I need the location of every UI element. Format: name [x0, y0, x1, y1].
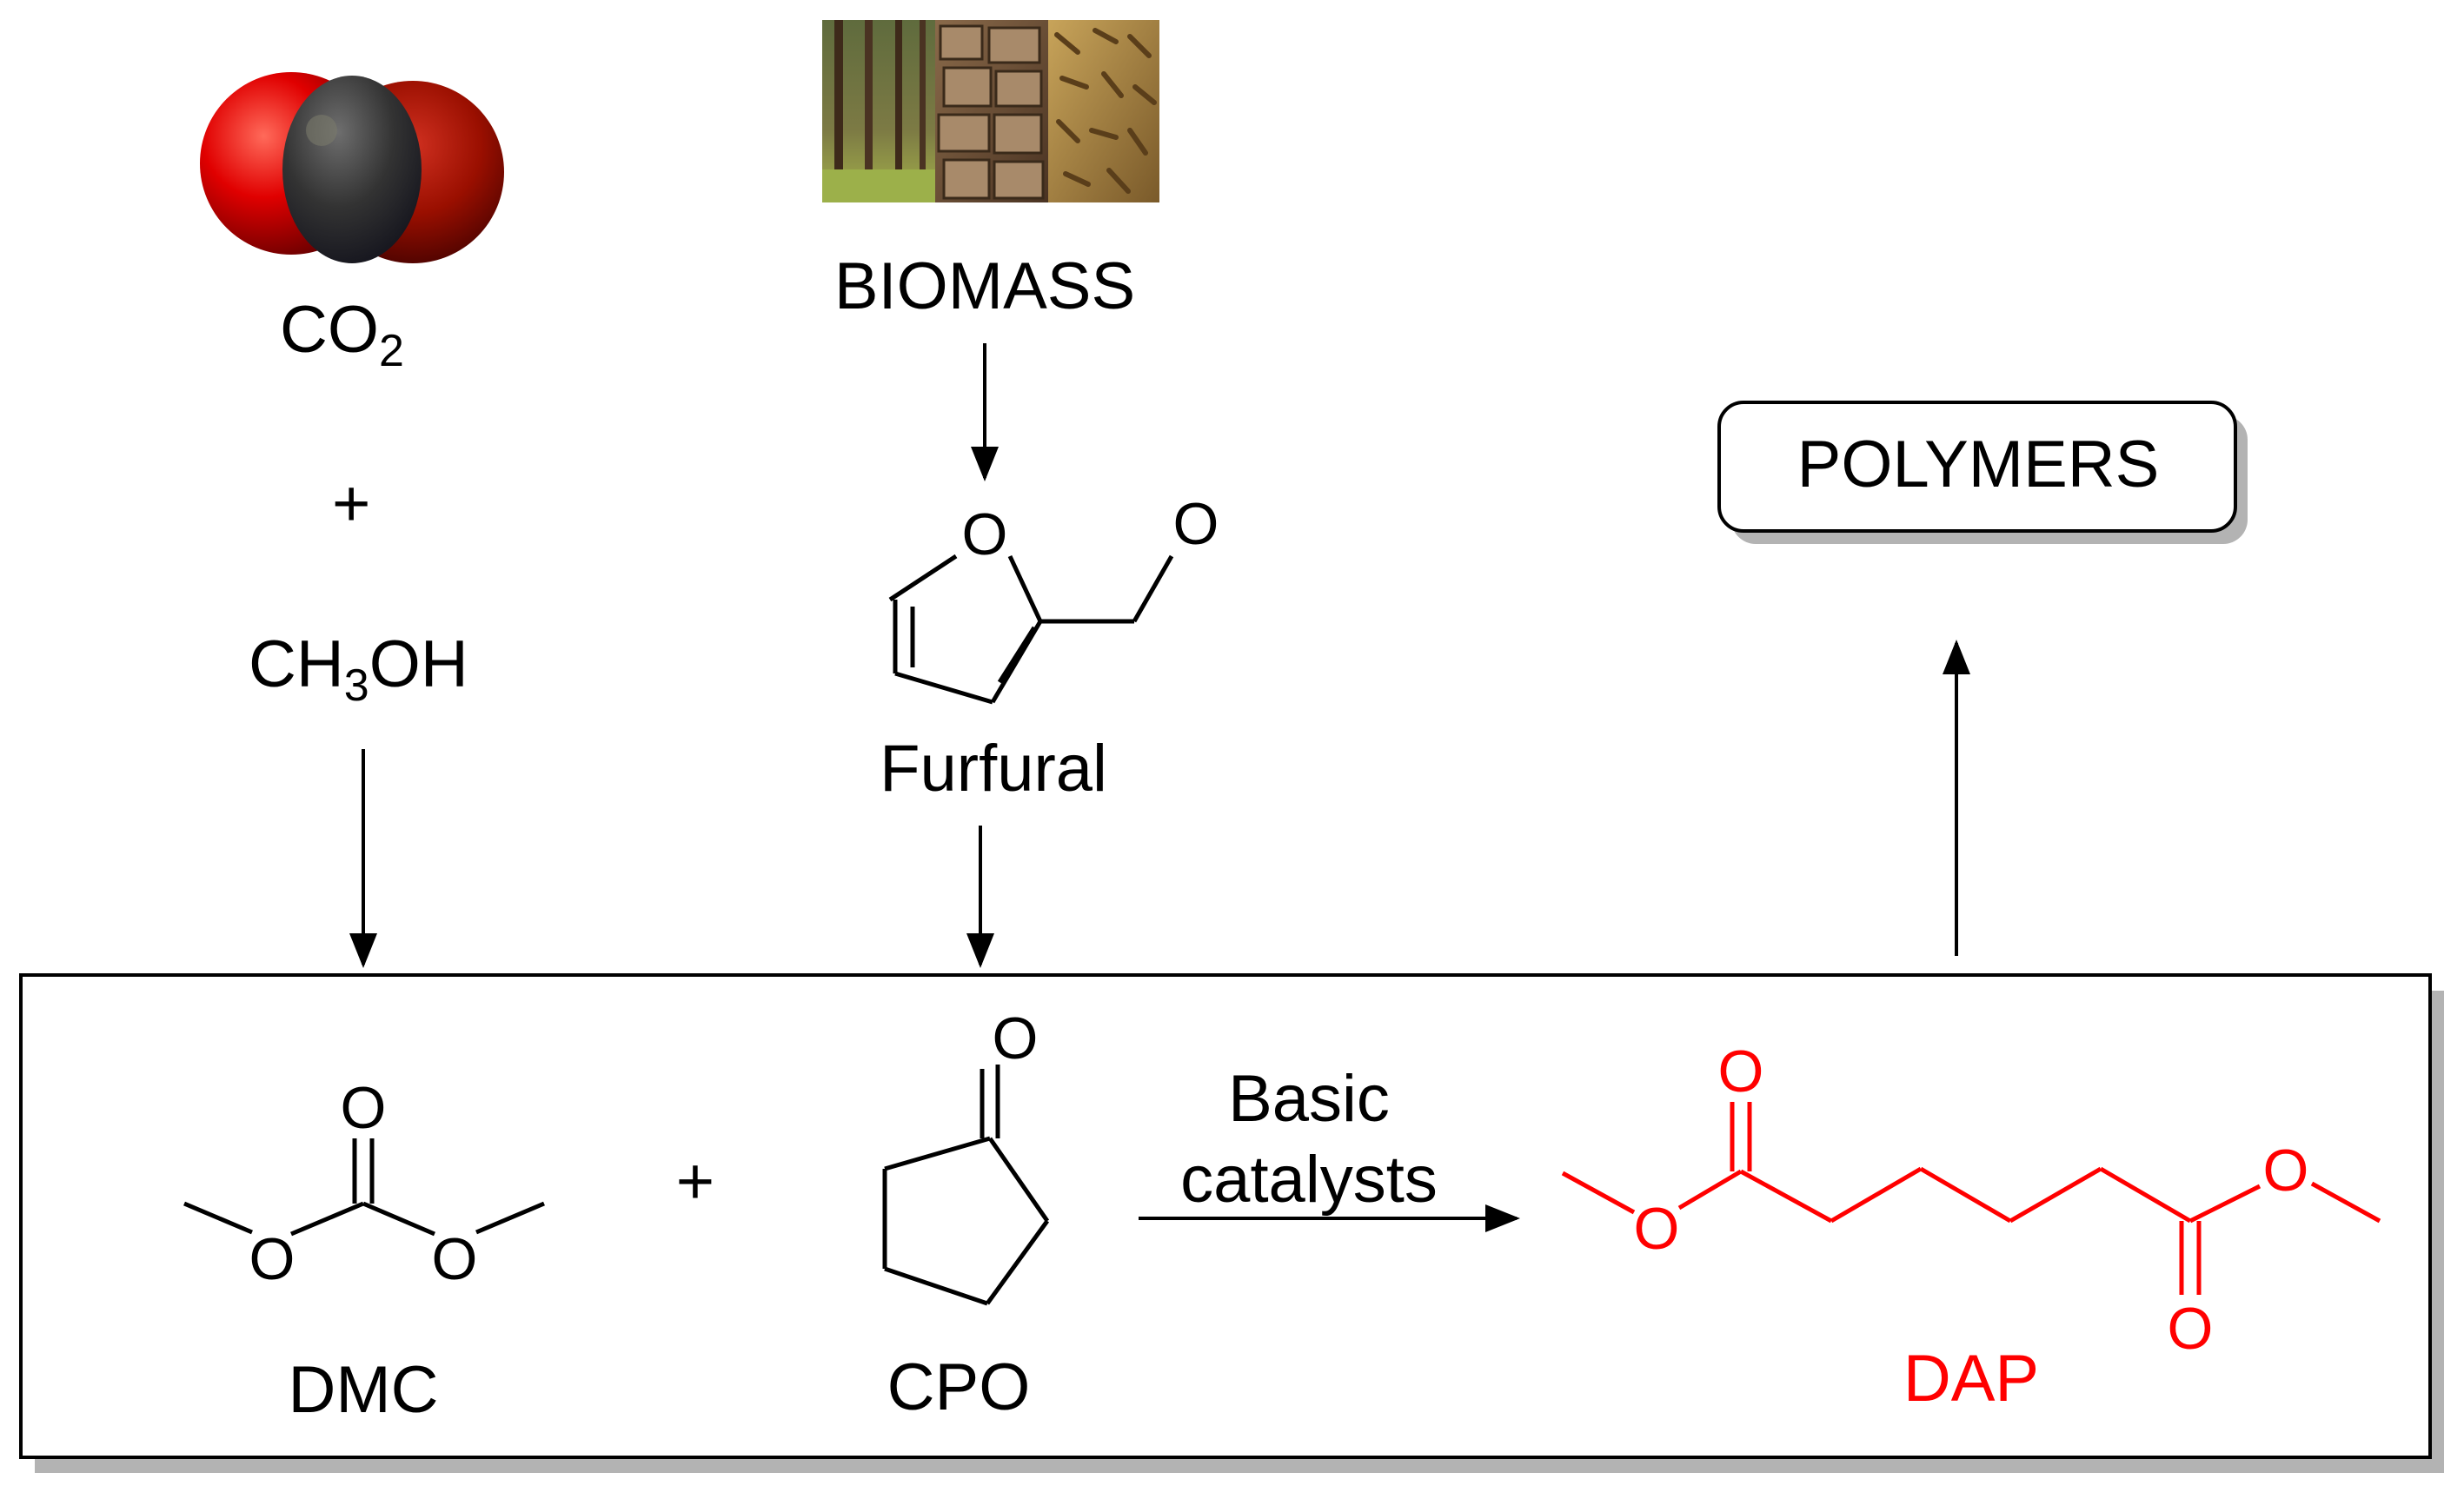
biomass-photo-icon	[822, 20, 1159, 202]
dap-oxygen-top: O	[1718, 1038, 1764, 1105]
cpo-oxygen: O	[993, 1005, 1039, 1071]
dap-oxygen-bottom: O	[2168, 1296, 2214, 1362]
co2-text: CO	[280, 293, 379, 367]
dmc-carbonyl-oxygen: O	[341, 1075, 387, 1141]
reaction-plus-sign: +	[676, 1144, 714, 1218]
polymers-label: POLYMERS	[1797, 428, 2160, 501]
biomass-label: BIOMASS	[834, 249, 1135, 323]
dmc-label: DMC	[288, 1353, 438, 1427]
conditions-line-2: catalysts	[1180, 1143, 1438, 1217]
methanol-subscript: 3	[344, 660, 369, 711]
methanol-label: CH3OH	[249, 627, 468, 711]
co2-subscript: 2	[379, 326, 404, 376]
dap-oxygen-right: O	[2263, 1138, 2309, 1204]
methanol-suffix: OH	[369, 627, 468, 701]
dap-structure	[1561, 1102, 2381, 1295]
furfural-structure	[888, 554, 1174, 705]
svg-text:CO2: CO2	[280, 293, 404, 376]
dap-oxygen-left: O	[1634, 1196, 1680, 1262]
reactant-plus-sign: +	[332, 467, 370, 541]
reaction-frame	[19, 973, 2444, 1473]
furfural-label: Furfural	[880, 732, 1107, 806]
cpo-structure	[882, 1065, 1050, 1306]
co2-label: CO2	[280, 293, 404, 376]
co2-model-icon	[200, 72, 504, 263]
conditions-line-1: Basic	[1228, 1062, 1390, 1136]
dap-label: DAP	[1903, 1342, 2039, 1416]
dmc-right-oxygen: O	[432, 1226, 478, 1292]
dmc-structure	[183, 1138, 545, 1237]
dmc-left-oxygen: O	[249, 1226, 296, 1292]
methanol-prefix: CH	[249, 627, 344, 701]
furfural-carbonyl-oxygen: O	[1173, 491, 1219, 557]
polymers-box	[1717, 401, 2248, 544]
furfural-ring-oxygen: O	[962, 501, 1008, 567]
cpo-label: CPO	[887, 1350, 1031, 1424]
svg-text:CH3OH: CH3OH	[249, 627, 468, 711]
